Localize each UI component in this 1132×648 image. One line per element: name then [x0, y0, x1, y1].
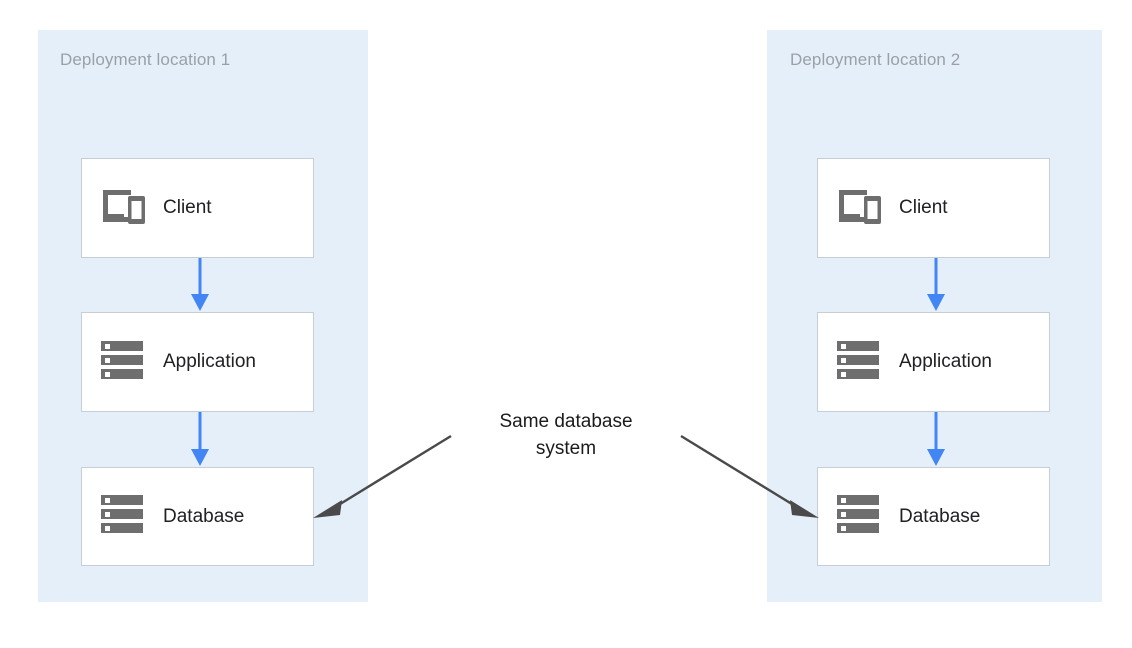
node-client-2-label: Client: [899, 197, 948, 218]
deployment-zone-2-title: Deployment location 2: [790, 50, 961, 69]
node-database-2-label: Database: [899, 505, 981, 527]
server-rack-icon: [835, 493, 883, 540]
callout-arrow-to-database-2: [680, 434, 819, 518]
node-application-1[interactable]: Application: [81, 312, 314, 412]
callout-arrow-to-database-1: [313, 434, 452, 518]
flow-arrow-client-2-to-application-2: [927, 258, 945, 311]
server-rack-icon: [99, 493, 147, 540]
callout-label: Same database system: [499, 411, 633, 459]
flow-arrow-client-1-to-application-1: [191, 258, 209, 311]
node-database-2[interactable]: Database: [817, 467, 1050, 566]
node-database-1-label: Database: [163, 505, 245, 527]
node-client-1-label: Client: [163, 197, 212, 218]
node-application-2[interactable]: Application: [817, 312, 1050, 412]
flow-arrow-application-1-to-database-1: [191, 412, 209, 466]
node-client-1[interactable]: Client: [81, 158, 314, 258]
node-application-1-label: Application: [163, 351, 256, 372]
server-rack-icon: [99, 339, 147, 386]
flow-arrow-application-2-to-database-2: [927, 412, 945, 466]
node-client-2[interactable]: Client: [817, 158, 1050, 258]
devices-icon: [835, 186, 883, 231]
devices-icon: [99, 186, 147, 231]
node-database-1[interactable]: Database: [81, 467, 314, 566]
deployment-zone-1-title: Deployment location 1: [60, 50, 231, 69]
node-application-2-label: Application: [899, 351, 992, 372]
server-rack-icon: [835, 339, 883, 386]
